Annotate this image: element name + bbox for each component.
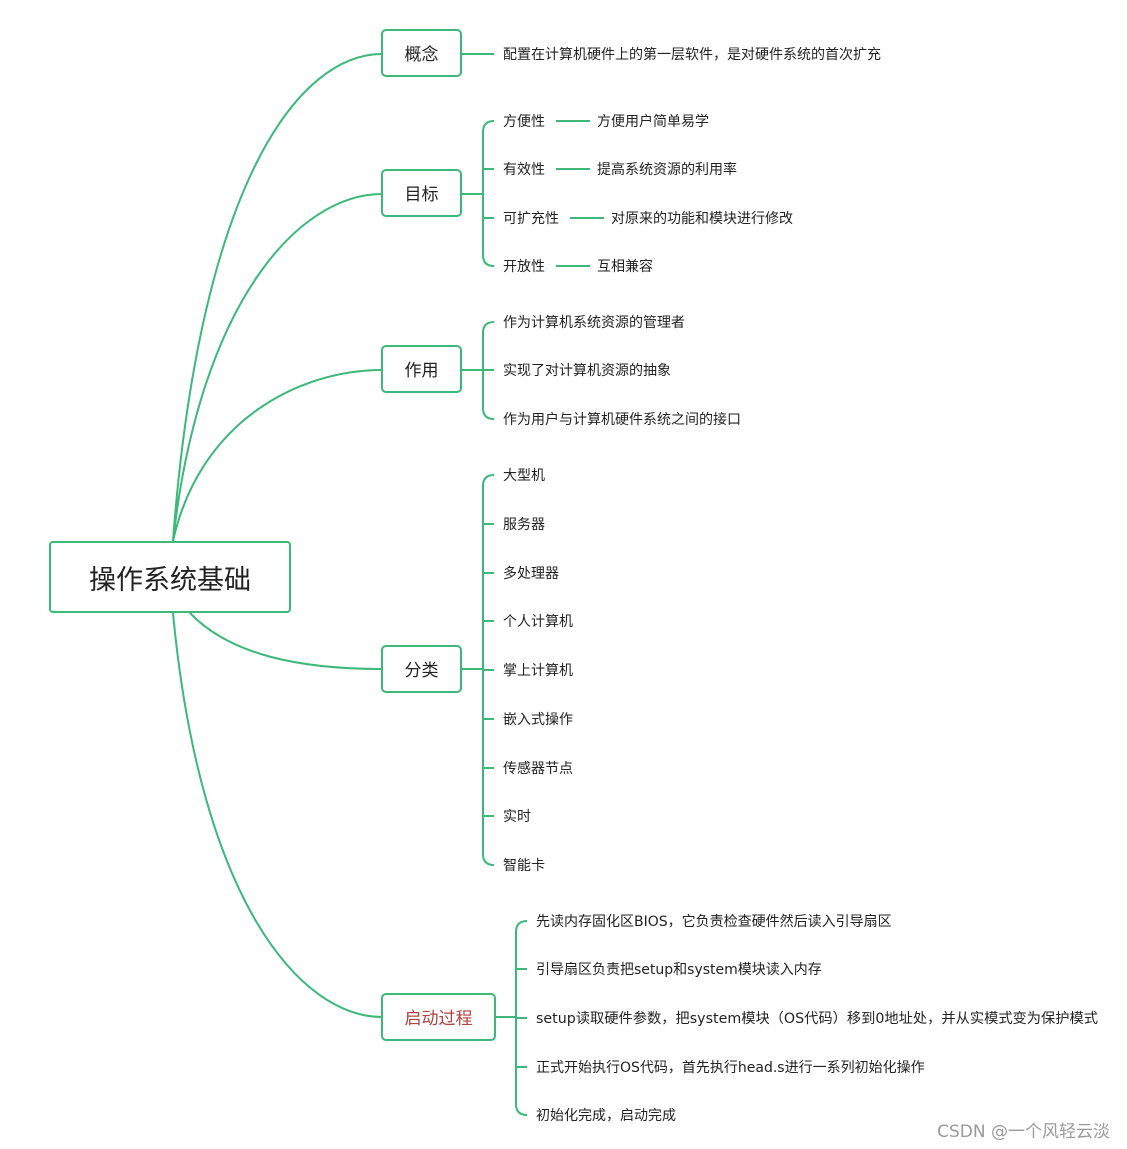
root-node[interactable]: 操作系统基础 [49,541,291,613]
branch-node-concept[interactable]: 概念 [381,29,462,77]
leaf-role-2[interactable]: 实现了对计算机资源的抽象 [503,363,671,379]
leaf-goal-3-detail[interactable]: 对原来的功能和模块进行修改 [611,211,793,227]
leaf-category-2[interactable]: 服务器 [503,517,545,533]
leaf-role-3[interactable]: 作为用户与计算机硬件系统之间的接口 [503,411,741,428]
leaf-concept-1[interactable]: 配置在计算机硬件上的第一层软件，是对硬件系统的首次扩充 [503,46,881,63]
connector-root-to-boot [172,612,383,1018]
branch-boot-label: 启动过程 [405,1009,473,1029]
leaf-category-5[interactable]: 掌上计算机 [503,663,573,679]
leaves-goals: 方便性 方便用户简单易学 有效性 提高系统资源的利用率 可扩充性 对原来的功能和… [503,113,793,275]
leaf-boot-3[interactable]: setup读取硬件参数，把system模块（OS代码）移到0地址处，并从实模式变… [536,1010,1098,1027]
branch-node-role-box [381,345,462,393]
branch-role-label: 作用 [405,361,439,381]
leaves-category: 大型机 服务器 多处理器 个人计算机 掌上计算机 嵌入式操作 传感器节点 实时 … [503,468,573,874]
branch-boot-connectors [495,920,528,1116]
branch-node-goals[interactable]: 目标 [381,169,462,217]
leaves-boot: 先读内存固化区BIOS，它负责检查硬件然后读入引导扇区 引导扇区负责把setup… [536,913,1098,1124]
branch-node-boot[interactable]: 启动过程 [381,993,496,1041]
branch-goals-label: 目标 [405,185,439,205]
leaf-boot-4[interactable]: 正式开始执行OS代码，首先执行head.s进行一系列初始化操作 [536,1059,925,1076]
branch-role-connectors [461,321,495,420]
connector-root-to-concept [172,53,383,542]
leaf-boot-1[interactable]: 先读内存固化区BIOS，它负责检查硬件然后读入引导扇区 [536,913,892,930]
leaves-concept: 配置在计算机硬件上的第一层软件，是对硬件系统的首次扩充 [503,46,881,63]
branch-category-connectors [461,474,495,866]
watermark-text: CSDN @一个风轻云淡 [937,1122,1110,1142]
leaf-goal-2-detail[interactable]: 提高系统资源的利用率 [597,161,737,178]
branch-node-category-box [381,645,462,693]
branch-node-goals-box [381,169,462,217]
leaf-category-1[interactable]: 大型机 [503,468,545,484]
connector-goals-bracket [482,120,495,267]
leaf-goal-4[interactable]: 开放性 [503,259,545,275]
connector-root-to-goals [172,193,383,542]
branch-category-label: 分类 [405,661,439,681]
leaves-role: 作为计算机系统资源的管理者 实现了对计算机资源的抽象 作为用户与计算机硬件系统之… [503,315,741,428]
connector-root-to-category [189,612,383,670]
branch-concept-label: 概念 [405,44,439,65]
leaf-category-7[interactable]: 传感器节点 [503,760,573,777]
leaf-goal-1[interactable]: 方便性 [503,114,545,130]
leaf-goal-2[interactable]: 有效性 [503,162,545,178]
connector-root-to-role [172,369,383,542]
leaf-goal-3[interactable]: 可扩充性 [503,211,559,227]
leaf-boot-2[interactable]: 引导扇区负责把setup和system模块读入内存 [536,961,822,978]
branch-node-category[interactable]: 分类 [381,645,462,693]
branch-node-concept-box [381,29,462,77]
root-connectors [172,53,383,1018]
branch-node-boot-box [381,993,496,1041]
leaf-category-8[interactable]: 实时 [503,809,531,825]
leaf-boot-5[interactable]: 初始化完成，启动完成 [536,1107,676,1124]
leaf-category-3[interactable]: 多处理器 [503,565,559,582]
leaf-role-1[interactable]: 作为计算机系统资源的管理者 [503,315,685,331]
leaf-category-4[interactable]: 个人计算机 [503,614,573,630]
branch-goals-connectors [461,120,604,267]
leaf-goal-4-detail[interactable]: 互相兼容 [597,258,653,275]
leaf-goal-1-detail[interactable]: 方便用户简单易学 [597,113,709,130]
root-title: 操作系统基础 [89,565,251,596]
leaf-category-6[interactable]: 嵌入式操作 [503,712,573,728]
leaf-category-9[interactable]: 智能卡 [503,858,545,874]
branch-node-role[interactable]: 作用 [381,345,462,393]
root-node-box [49,541,291,613]
